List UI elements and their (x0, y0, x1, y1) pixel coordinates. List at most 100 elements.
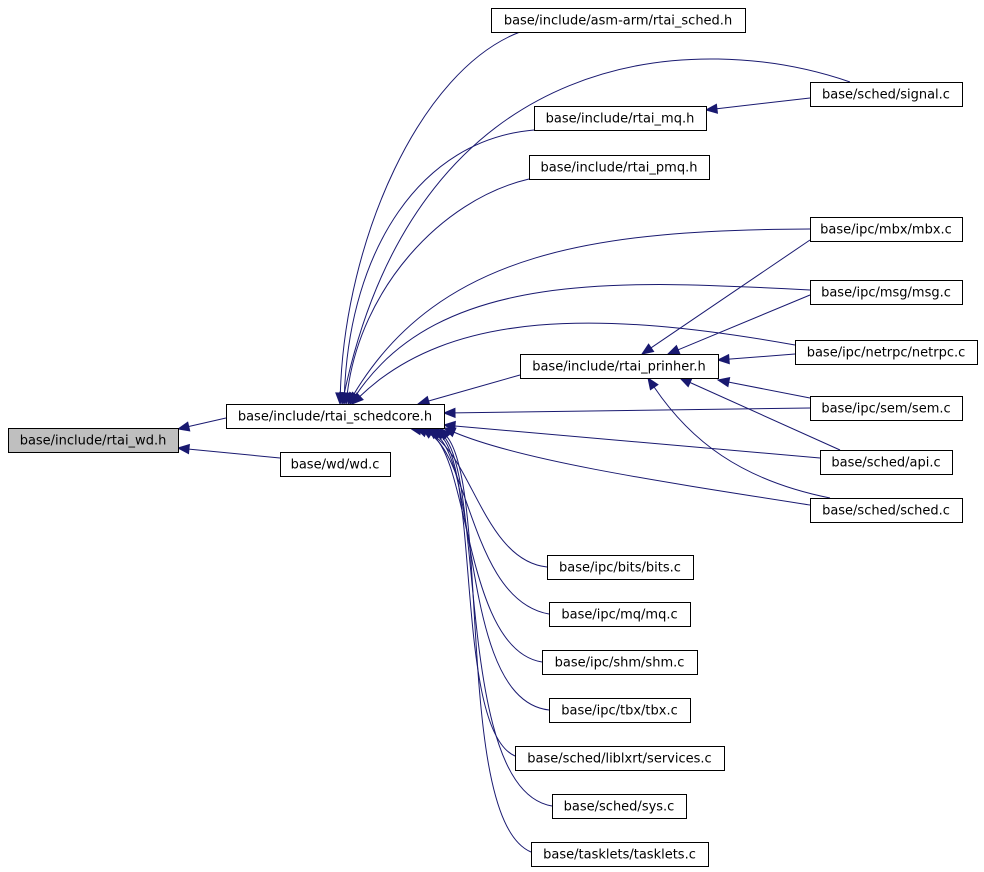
node-label: base/include/rtai_mq.h (546, 112, 695, 127)
node-tbx-c[interactable]: base/ipc/tbx/tbx.c (549, 698, 691, 723)
node-asm-arm-rtai-sched-h[interactable]: base/include/asm-arm/rtai_sched.h (491, 8, 746, 33)
edge-line (439, 434, 516, 757)
edge-line (716, 97, 811, 110)
edge-rtai_pmq_h-to-rtai_schedcore_h (342, 178, 530, 406)
edge-tbx_c-to-rtai_schedcore_h (426, 427, 550, 711)
edge-netrpc_c-to-rtai_schedcore_h (351, 322, 796, 405)
node-label: base/include/asm-arm/rtai_sched.h (504, 14, 732, 29)
node-wd-c[interactable]: base/wd/wd.c (280, 452, 391, 477)
node-box (810, 498, 963, 523)
node-label: base/sched/signal.c (822, 88, 950, 103)
edge-line (677, 294, 811, 351)
node-box (552, 794, 687, 819)
node-label: base/ipc/mbx/mbx.c (820, 223, 952, 238)
arrowhead-icon (666, 344, 681, 355)
edge-line (728, 381, 811, 399)
edge-msg_c-to-rtai_prinher_h (666, 294, 811, 355)
edge-line (430, 433, 543, 663)
edge-services_c-to-rtai_schedcore_h (431, 427, 516, 757)
node-box (529, 155, 710, 180)
edge-line (650, 239, 811, 349)
node-rtai-mq-h[interactable]: base/include/rtai_mq.h (534, 106, 707, 131)
node-box (549, 602, 691, 627)
node-msg-c[interactable]: base/ipc/msg/msg.c (810, 280, 963, 305)
edge-netrpc_c-to-rtai_prinher_h (716, 353, 796, 365)
node-box (515, 746, 725, 771)
edge-line (355, 284, 811, 396)
node-api-c[interactable]: base/sched/api.c (820, 450, 953, 475)
edge-line (359, 322, 796, 397)
edge-api_c-to-rtai_schedcore_h (442, 420, 821, 459)
node-label: base/ipc/mq/mq.c (561, 608, 677, 623)
arrowhead-icon (351, 392, 364, 405)
node-label: base/sched/sys.c (564, 800, 675, 815)
node-services-c[interactable]: base/sched/liblxrt/services.c (515, 746, 725, 771)
edge-line (443, 435, 553, 807)
edge-mbx_c-to-rtai_prinher_h (640, 239, 811, 355)
edge-line (425, 431, 550, 615)
node-rtai-wd-h[interactable]: base/include/rtai_wd.h (8, 428, 179, 453)
edge-line (428, 374, 521, 402)
node-rtai-pmq-h[interactable]: base/include/rtai_pmq.h (529, 155, 710, 180)
edge-sem_c-to-rtai_schedcore_h (442, 407, 811, 419)
node-box (280, 452, 391, 477)
edges-layer (176, 31, 851, 853)
edge-line (346, 178, 530, 394)
arrowhead-icon (442, 407, 456, 419)
edge-rtai_schedcore_h-to-rtai_wd_h (176, 417, 227, 432)
arrowhead-icon (716, 377, 731, 388)
edge-asm_arm_rtai_sched_h-to-rtai_schedcore_h (335, 31, 521, 406)
node-label: base/ipc/bits/bits.c (559, 561, 681, 576)
node-label: base/include/rtai_schedcore.h (238, 410, 432, 425)
node-tasklets-c[interactable]: base/tasklets/tasklets.c (531, 842, 709, 867)
node-box (795, 340, 978, 365)
edge-line (343, 129, 535, 394)
edge-wd_c-to-rtai_wd_h (176, 443, 281, 459)
edge-line (689, 382, 841, 451)
node-shm-c[interactable]: base/ipc/shm/shm.c (542, 650, 698, 675)
node-mbx-c[interactable]: base/ipc/mbx/mbx.c (810, 217, 963, 242)
node-label: base/wd/wd.c (291, 458, 380, 473)
edge-sem_c-to-rtai_prinher_h (716, 377, 811, 399)
node-label: base/tasklets/tasklets.c (543, 848, 696, 863)
node-bits-c[interactable]: base/ipc/bits/bits.c (547, 555, 694, 580)
node-sys-c[interactable]: base/sched/sys.c (552, 794, 687, 819)
node-label: base/ipc/shm/shm.c (555, 656, 685, 671)
node-rtai-prinher-h[interactable]: base/include/rtai_prinher.h (520, 354, 719, 379)
arrowhead-icon (176, 443, 190, 455)
node-sem-c[interactable]: base/ipc/sem/sem.c (810, 396, 963, 421)
node-signal-c[interactable]: base/sched/signal.c (810, 82, 963, 107)
edge-line (436, 434, 550, 711)
edge-line (188, 417, 227, 428)
edge-api_c-to-rtai_prinher_h (678, 377, 841, 451)
node-label: base/sched/liblxrt/services.c (527, 752, 711, 767)
arrowhead-icon (439, 426, 452, 441)
edge-line (339, 31, 521, 394)
edge-line (453, 431, 811, 506)
edge-line (353, 228, 811, 395)
node-netrpc-c[interactable]: base/ipc/netrpc/netrpc.c (795, 340, 978, 365)
node-box (534, 106, 707, 131)
node-label: base/ipc/netrpc/netrpc.c (807, 346, 966, 361)
edge-line (420, 429, 548, 568)
edge-sched_c-to-rtai_schedcore_h (442, 427, 811, 506)
arrowhead-icon (647, 376, 659, 391)
edge-line (446, 436, 532, 853)
arrowhead-icon (716, 353, 730, 365)
edge-msg_c-to-rtai_schedcore_h (349, 284, 811, 406)
node-box (810, 82, 963, 107)
node-box (226, 404, 445, 429)
node-mq-c[interactable]: base/ipc/mq/mq.c (549, 602, 691, 627)
edge-line (188, 448, 281, 459)
node-label: base/include/rtai_pmq.h (541, 161, 698, 176)
nodes-layer: base/include/rtai_wd.h base/include/rtai_… (8, 8, 978, 867)
node-box (549, 698, 691, 723)
edge-bits_c-to-rtai_schedcore_h (408, 425, 548, 568)
node-box (810, 217, 963, 242)
edge-rtai_prinher_h-to-rtai_schedcore_h (416, 374, 521, 406)
edge-mq_c-to-rtai_schedcore_h (414, 427, 550, 615)
node-sched-c[interactable]: base/sched/sched.c (810, 498, 963, 523)
node-label: base/ipc/tbx/tbx.c (561, 704, 678, 719)
node-rtai-schedcore-h[interactable]: base/include/rtai_schedcore.h (226, 404, 445, 429)
